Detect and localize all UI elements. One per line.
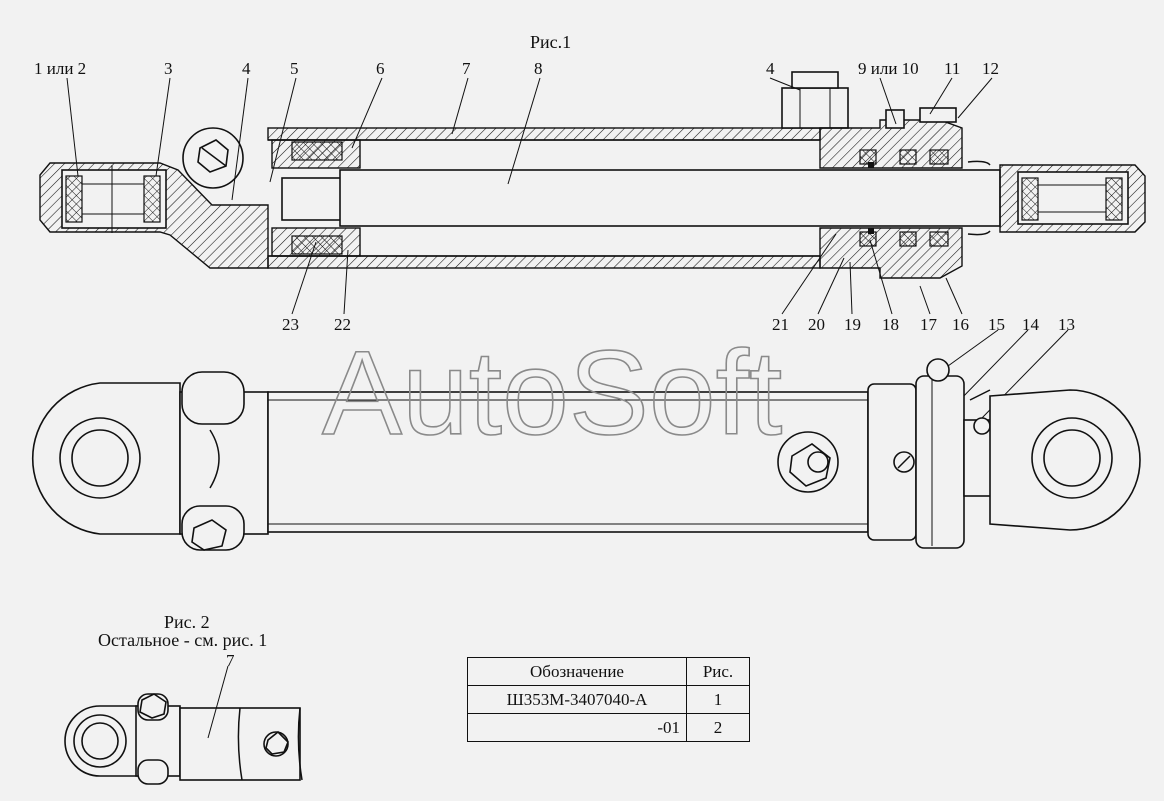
piston-seal-bottom	[291, 235, 343, 255]
figure2-subtitle: Остальное - см. рис. 1	[98, 630, 267, 650]
callout-4: 4	[242, 59, 251, 78]
figure2-callout-7: 7	[226, 651, 235, 670]
header-figure: Рис.	[686, 657, 750, 686]
callout-1: 1 или 2	[34, 59, 86, 78]
section-view	[39, 71, 1146, 279]
piston-seal-top	[291, 141, 343, 161]
figure2-title: Рис. 2	[164, 612, 210, 632]
table-row: Ш353М-3407040-А 1	[467, 685, 750, 714]
callout-16: 16	[952, 315, 969, 334]
watermark: AutoSoft	[322, 326, 782, 460]
row1-figure: 1	[686, 685, 750, 714]
callout-11: 11	[944, 59, 960, 78]
table-row: -01 2	[467, 713, 750, 742]
designation-table: Обозначение Рис. Ш353М-3407040-А 1 -01 2	[467, 657, 750, 742]
callout-15: 15	[988, 315, 1005, 334]
callout-19: 19	[844, 315, 861, 334]
labels: Рис.1 1 или 2 3 4 5 6 7 8 4 9 или 10 11 …	[34, 32, 1075, 670]
callout-18: 18	[882, 315, 899, 334]
callout-17: 17	[920, 315, 938, 334]
callout-14: 14	[1022, 315, 1040, 334]
callout-9: 9 или 10	[858, 59, 919, 78]
port-fitting	[781, 87, 849, 129]
gland-top	[819, 119, 963, 169]
figure-2-view	[64, 665, 303, 785]
callout-13: 13	[1058, 315, 1075, 334]
left-bearing-2	[143, 175, 161, 223]
callout-3: 3	[164, 59, 173, 78]
callout-23: 23	[282, 315, 299, 334]
callout-22: 22	[334, 315, 351, 334]
callout-5: 5	[290, 59, 299, 78]
callout-4b: 4	[766, 59, 775, 78]
header-designation: Обозначение	[467, 657, 687, 686]
callout-8: 8	[534, 59, 543, 78]
row2-designation: -01	[467, 713, 687, 742]
left-bearing-1	[65, 175, 83, 223]
callout-leaders	[66, 77, 1069, 421]
callout-6: 6	[376, 59, 385, 78]
callout-20: 20	[808, 315, 825, 334]
callout-21: 21	[772, 315, 789, 334]
figure1-title: Рис.1	[530, 32, 571, 52]
row1-designation: Ш353М-3407040-А	[467, 685, 687, 714]
cylinder-barrel	[267, 391, 869, 533]
row2-figure: 2	[686, 713, 750, 742]
table-header-row: Обозначение Рис.	[467, 657, 750, 686]
tube-bottom-wall	[267, 255, 821, 269]
piston-nut	[281, 177, 343, 221]
callout-7: 7	[462, 59, 471, 78]
outside-view	[31, 358, 1141, 551]
gland-bottom	[819, 227, 963, 279]
callout-12: 12	[982, 59, 999, 78]
tube-top-wall	[267, 127, 821, 141]
piston-rod	[339, 169, 1001, 227]
